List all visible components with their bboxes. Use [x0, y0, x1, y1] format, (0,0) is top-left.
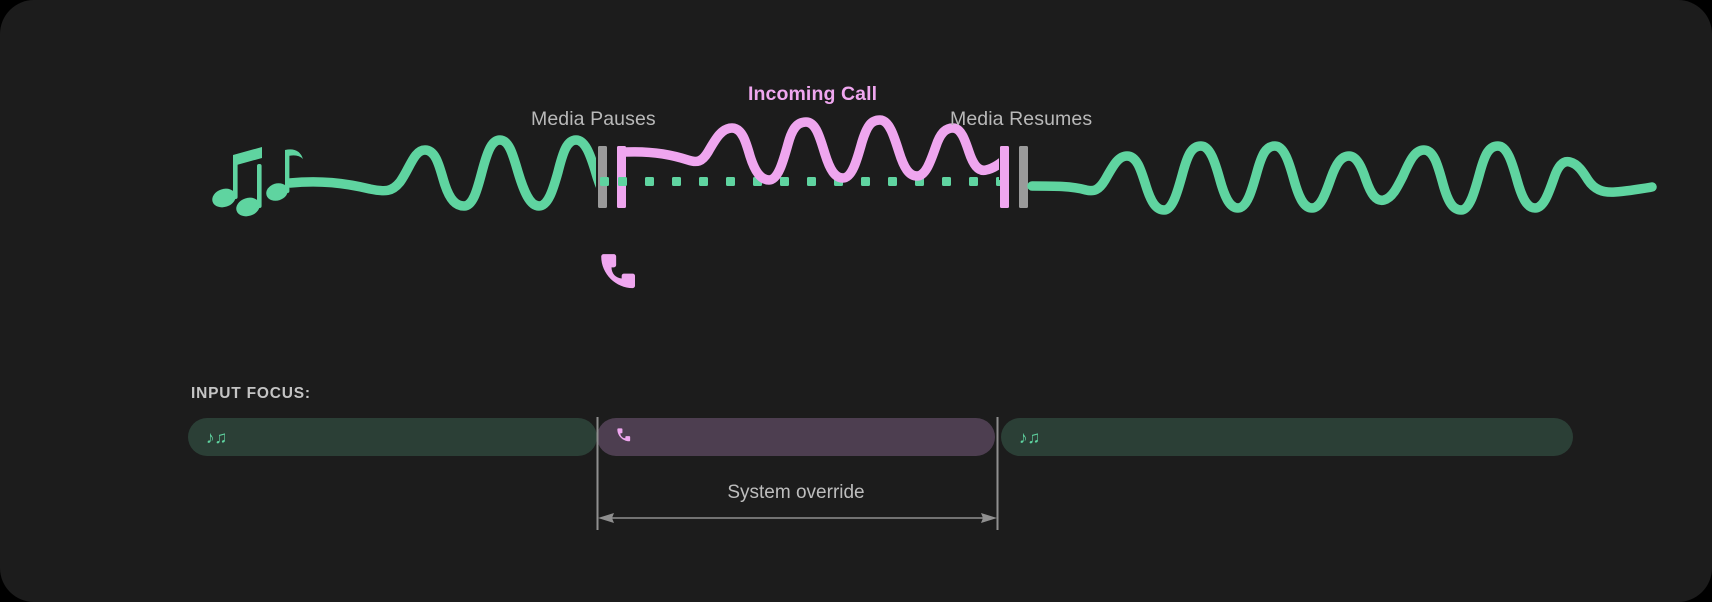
- label-media-resumes: Media Resumes: [950, 108, 1093, 130]
- label-incoming-call: Incoming Call: [748, 83, 878, 105]
- override-arrow-head-left: [598, 513, 614, 523]
- phone-icon: [601, 254, 636, 289]
- music-notes-icon: ♪♫: [206, 427, 228, 447]
- waveform-incoming-call: [620, 115, 1017, 185]
- override-arrow-head-right: [981, 513, 997, 523]
- system-override-label: System override: [727, 482, 865, 503]
- resume-bar-right: [1019, 146, 1028, 208]
- phone-icon: [615, 427, 632, 447]
- music-notes-icon: ♪♫: [1019, 427, 1041, 447]
- waveform-graphic: [212, 115, 1657, 289]
- call-end-bar: [1000, 146, 1009, 208]
- focus-bar-media-right[interactable]: ♪♫: [1001, 418, 1573, 456]
- phone-icon-svg: [617, 428, 631, 442]
- system-override-annotation: [596, 417, 999, 530]
- audio-timeline: Media Pauses Incoming Call Media Resumes: [212, 83, 1657, 289]
- waveform-media-after: [1027, 141, 1657, 215]
- focus-bar-call[interactable]: [597, 418, 995, 456]
- input-focus-section: INPUT FOCUS: ♪♫ ♪♫ System override: [0, 370, 1712, 602]
- input-focus-title: INPUT FOCUS:: [191, 385, 311, 402]
- music-notes-icon: [212, 147, 303, 217]
- label-media-pauses: Media Pauses: [531, 108, 656, 130]
- focus-bar-media-left[interactable]: ♪♫: [188, 418, 597, 456]
